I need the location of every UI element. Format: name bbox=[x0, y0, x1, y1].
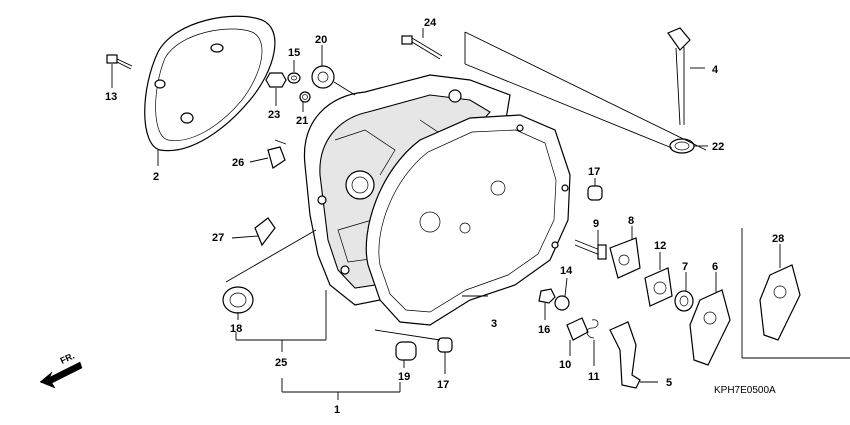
front-direction-arrow: FR. bbox=[39, 351, 83, 389]
cover-plate-part bbox=[144, 15, 276, 152]
dipstick-oring-part bbox=[669, 138, 695, 154]
front-direction-label: FR. bbox=[59, 351, 76, 366]
callout-12: 12 bbox=[654, 240, 666, 252]
gasket-part bbox=[365, 114, 571, 326]
callout-2: 2 bbox=[153, 171, 159, 183]
dowel-part bbox=[395, 341, 417, 361]
ring-part bbox=[674, 290, 694, 312]
arm-part-boxed bbox=[759, 264, 801, 341]
dipstick-part bbox=[667, 27, 691, 126]
spring-part bbox=[586, 319, 599, 339]
stopper-part bbox=[566, 317, 589, 341]
callout-5: 5 bbox=[666, 377, 672, 389]
nut-part-2 bbox=[538, 288, 556, 304]
clip-part bbox=[267, 139, 287, 169]
callout-28: 28 bbox=[772, 233, 784, 245]
callout-25: 25 bbox=[275, 357, 287, 369]
callout-10: 10 bbox=[559, 359, 571, 371]
callout-6: 6 bbox=[712, 261, 718, 273]
shift-plate-part bbox=[609, 237, 641, 279]
clip-part-2 bbox=[254, 217, 276, 247]
callout-27: 27 bbox=[212, 232, 224, 244]
arm-part bbox=[689, 289, 731, 366]
callout-14: 14 bbox=[560, 265, 573, 277]
leader-lines bbox=[111, 28, 850, 400]
callout-24: 24 bbox=[424, 17, 437, 29]
collar-part bbox=[554, 295, 570, 311]
callout-19: 19 bbox=[398, 371, 410, 383]
callout-21: 21 bbox=[296, 115, 308, 127]
callout-18: 18 bbox=[230, 323, 242, 335]
callout-labels: 1 2 3 4 5 6 7 8 9 10 11 12 13 14 15 16 1… bbox=[105, 17, 784, 416]
nut-part bbox=[265, 72, 287, 88]
callout-3: 3 bbox=[491, 318, 497, 330]
callout-11: 11 bbox=[588, 371, 600, 383]
callout-22: 22 bbox=[712, 141, 724, 153]
callout-13: 13 bbox=[105, 91, 117, 103]
callout-23: 23 bbox=[268, 109, 280, 121]
bolt-part bbox=[106, 54, 133, 70]
callout-16: 16 bbox=[538, 324, 550, 336]
bearing-part bbox=[311, 65, 335, 89]
callout-20: 20 bbox=[315, 34, 327, 46]
switch-part bbox=[574, 239, 607, 260]
callout-26: 26 bbox=[232, 157, 244, 169]
dowel-pin-part bbox=[437, 337, 453, 353]
callout-15: 15 bbox=[288, 47, 300, 59]
callout-17-lower: 17 bbox=[437, 379, 449, 391]
long-bolt-part bbox=[401, 35, 443, 60]
callout-8: 8 bbox=[628, 215, 634, 227]
callout-4: 4 bbox=[712, 64, 719, 76]
shift-spindle-part bbox=[609, 321, 641, 389]
callout-17-upper: 17 bbox=[588, 166, 600, 178]
callout-1: 1 bbox=[334, 404, 340, 416]
cam-part bbox=[644, 267, 673, 307]
callout-9: 9 bbox=[593, 218, 599, 230]
callout-7: 7 bbox=[682, 261, 688, 273]
dowel-pin-part-upper bbox=[587, 185, 603, 201]
oring-part bbox=[299, 91, 311, 103]
seal-part bbox=[222, 286, 254, 314]
drawing-code: KPH7E0500A bbox=[714, 385, 776, 396]
washer-part bbox=[287, 72, 301, 84]
